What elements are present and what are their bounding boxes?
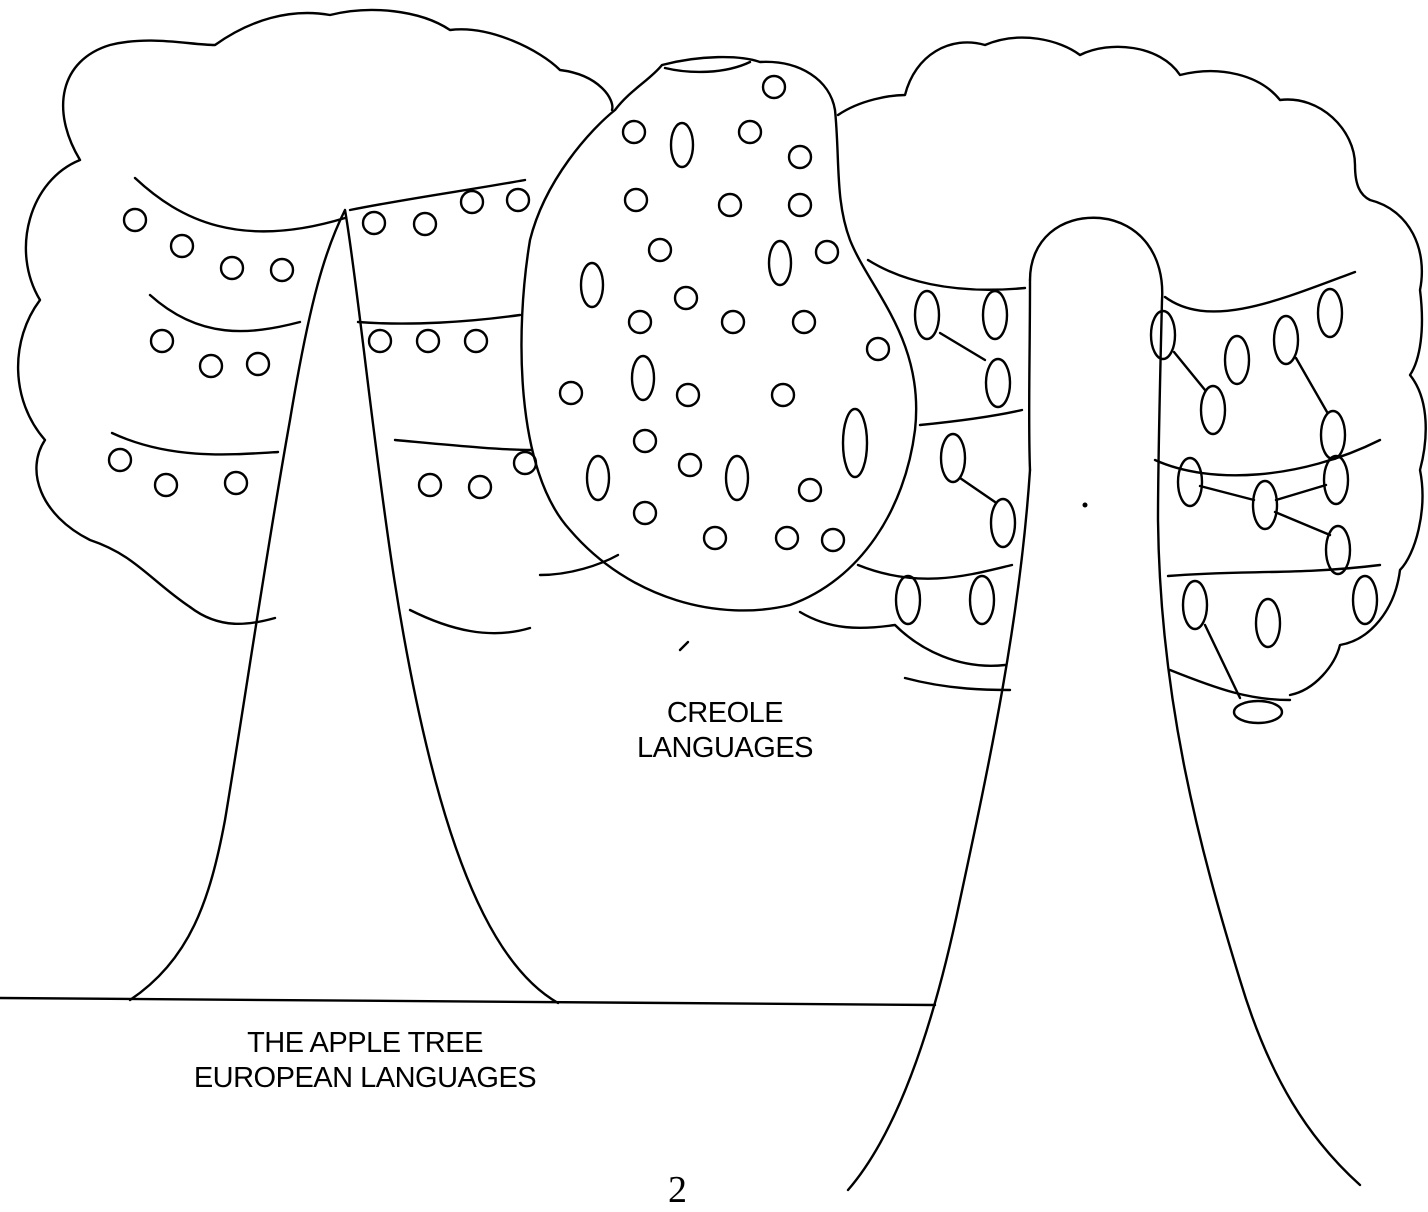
apple-tree-crown-lower-right (410, 610, 530, 633)
creole-seeds (560, 76, 889, 551)
apple-tree-trunk (130, 210, 558, 1003)
stray-mark (680, 642, 688, 650)
page-number: 2 (668, 1168, 687, 1212)
creole-fruit-top (665, 62, 750, 72)
ground-line (0, 998, 935, 1005)
apple-branch (150, 295, 300, 331)
right-branch (1165, 272, 1355, 311)
creole-languages-label: CREOLE LANGUAGES (600, 696, 850, 766)
apple-branch (395, 440, 532, 450)
right-branch (868, 260, 1025, 290)
apple-branch (135, 178, 345, 231)
apple-label-line1: THE APPLE TREE (130, 1026, 600, 1061)
right-branch (1168, 565, 1380, 576)
right-branch (905, 678, 1010, 690)
right-tree-crown (838, 38, 1426, 695)
apple-branch (112, 433, 278, 454)
creole-label-line2: LANGUAGES (600, 731, 850, 766)
apple-tree-label: THE APPLE TREE EUROPEAN LANGUAGES (130, 1026, 600, 1096)
creole-label-line1: CREOLE (600, 696, 850, 731)
apple-label-line2: EUROPEAN LANGUAGES (130, 1061, 600, 1096)
right-branch (858, 565, 1012, 579)
apple-branch (358, 315, 520, 324)
right-tree-trunk-left-edge (1029, 280, 1030, 470)
right-branch (920, 410, 1022, 425)
right-tree-fruits (896, 289, 1377, 723)
stray-dot (1083, 503, 1088, 508)
apple-tree-crown-lower-left (190, 607, 275, 624)
apple-branch (350, 180, 525, 210)
